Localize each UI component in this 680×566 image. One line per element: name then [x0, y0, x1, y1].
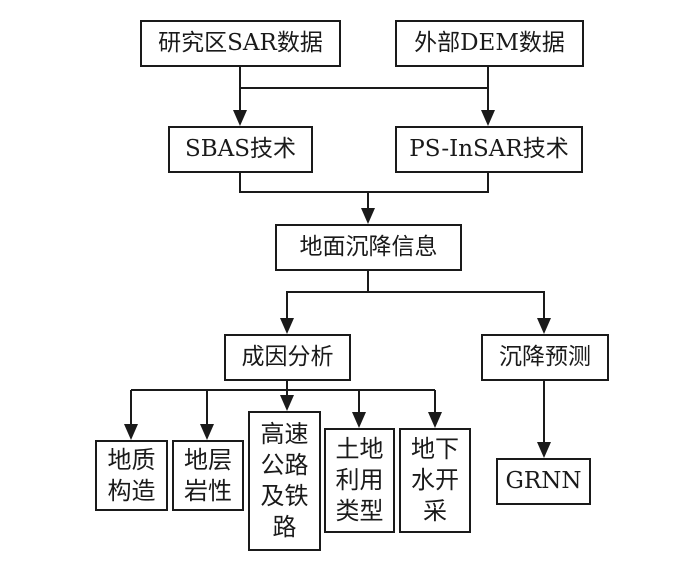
arrowhead-to-grnn — [537, 442, 551, 458]
node-label: GRNN — [505, 468, 582, 495]
node-label-line: 采 — [423, 497, 447, 525]
node-label-line: 利用 — [335, 466, 384, 494]
node-label-line: 土地 — [335, 435, 384, 463]
node-label-line: 高速 — [260, 420, 309, 448]
node-groundwater-extraction: 地下 水开 采 — [399, 428, 471, 533]
arrowhead-to-cause — [280, 318, 294, 334]
node-label-line: 地下 — [411, 435, 459, 463]
node-geologic-structure: 地质 构造 — [95, 440, 168, 511]
node-label: 地面沉降信息 — [299, 234, 438, 261]
node-sbas: SBAS技术 — [168, 126, 313, 173]
node-sar-data: 研究区SAR数据 — [140, 20, 341, 67]
node-label: 沉降预测 — [499, 344, 591, 371]
node-subsidence-prediction: 沉降预测 — [481, 334, 609, 381]
node-highway-railway: 高速 公路 及铁 路 — [248, 411, 321, 551]
node-label-line: 岩性 — [184, 476, 232, 505]
node-label-line: 水开 — [411, 466, 459, 494]
node-label: 研究区SAR数据 — [158, 30, 323, 57]
node-cause-analysis: 成因分析 — [224, 334, 351, 381]
node-label-line: 构造 — [107, 476, 156, 505]
arrowhead-to-sbas — [233, 110, 247, 126]
node-label-line: 公路 — [260, 451, 309, 479]
arrowhead-to-prediction — [537, 318, 551, 334]
arrowhead-to-strata — [200, 424, 214, 440]
connector-info-split — [286, 291, 545, 322]
node-label-line: 地层 — [184, 445, 232, 474]
node-label-line: 地质 — [107, 445, 156, 474]
node-label: PS-InSAR技术 — [409, 136, 569, 163]
arrowhead-to-info — [361, 208, 375, 224]
node-subsidence-info: 地面沉降信息 — [275, 224, 462, 271]
arrowhead-to-psinsar — [481, 110, 495, 126]
node-label: 外部DEM数据 — [414, 30, 565, 57]
node-label: SBAS技术 — [184, 136, 297, 163]
node-land-use-type: 土地 利用 类型 — [324, 428, 395, 533]
connector-techniques-merge — [239, 172, 489, 193]
arrowhead-to-geology — [124, 424, 138, 440]
node-strata-lithology: 地层 岩性 — [172, 440, 244, 511]
node-grnn: GRNN — [496, 458, 591, 505]
node-label-line: 及铁 — [260, 482, 309, 510]
node-label-line: 路 — [272, 513, 297, 541]
node-label-line: 类型 — [335, 497, 384, 525]
arrowhead-to-landuse — [352, 412, 366, 428]
node-psinsar: PS-InSAR技术 — [395, 126, 583, 173]
node-dem-data: 外部DEM数据 — [395, 20, 584, 67]
node-label: 成因分析 — [241, 344, 334, 371]
arrowhead-to-highway — [280, 395, 294, 411]
arrowhead-to-groundwater — [428, 412, 442, 428]
